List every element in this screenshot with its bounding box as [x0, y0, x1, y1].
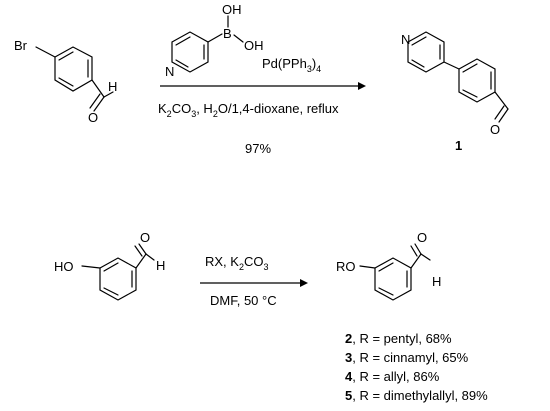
double-bond: [103, 287, 119, 296]
aldehyde-h-label: H: [108, 79, 117, 94]
product-list: 2, R = pentyl, 68% 3, R = cinnamyl, 65% …: [345, 331, 488, 403]
scheme-2: HO H O RX, K2CO3 DMF, 50 °C RO H O: [54, 230, 488, 403]
reaction-arrow: [160, 82, 366, 90]
bromobenzaldehyde-structure: Br H O: [14, 38, 117, 125]
c-or-bond: [359, 265, 376, 269]
double-bond: [411, 59, 425, 68]
double-bond: [462, 89, 478, 98]
c-o-bond: [498, 108, 509, 123]
product-entry: 4, R = allyl, 86%: [345, 369, 440, 384]
bromo-label: Br: [14, 38, 28, 53]
c-o-bond: [414, 243, 422, 255]
double-bond: [58, 51, 74, 61]
c-o-bond: [138, 243, 147, 255]
solvent-temperature-label: DMF, 50 °C: [210, 293, 277, 308]
hydroxybenzaldehyde-structure: HO H O: [54, 230, 165, 301]
c-h-bond: [420, 253, 431, 261]
product-1-structure: N O: [401, 31, 509, 137]
double-bond: [58, 77, 74, 87]
double-bond: [103, 262, 119, 272]
c-cho-bond: [410, 253, 422, 269]
yield-label: 97%: [245, 141, 271, 156]
aldehyde-o-label: O: [88, 110, 98, 125]
boron-label: B: [223, 26, 232, 41]
c-cho-bond: [135, 253, 147, 269]
reaction-conditions: K2CO3, H2O/1,4-dioxane, reflux: [158, 101, 339, 119]
hydroxyl-label: OH: [244, 38, 264, 53]
pyridine-ring: [171, 31, 209, 73]
catalyst-label: Pd(PPh3)4: [262, 56, 321, 74]
double-bond: [378, 262, 394, 272]
alkoxybenzaldehyde-structure: RO H O: [336, 230, 441, 301]
b-oh-bond: [233, 34, 244, 43]
double-bond: [175, 36, 191, 46]
hydroxyl-label: HO: [54, 259, 74, 274]
product-entry: 3, R = cinnamyl, 65%: [345, 350, 469, 365]
benzene-ring: [458, 58, 496, 103]
c-o-double-bond: [494, 105, 505, 120]
c-cho-bond: [494, 91, 509, 110]
alkoxy-label: RO: [336, 259, 356, 274]
c-h-bond: [103, 91, 114, 98]
pyridine-nitrogen-label: N: [165, 64, 174, 79]
scheme-1: Br H O OH B OH N Pd(PPh3)4 K2CO3, H2O/1,…: [14, 2, 509, 156]
c-o-double-bond: [410, 245, 418, 257]
double-bond: [175, 59, 189, 68]
aldehyde-h-label: H: [156, 258, 165, 273]
pyridine-nitrogen-label: N: [401, 32, 410, 47]
double-bond: [378, 287, 394, 296]
reaction-arrow: [200, 279, 308, 287]
c-oh-bond: [81, 265, 101, 269]
benzene-ring: [54, 46, 93, 92]
compound-1-label: 1: [455, 138, 462, 153]
c-h-bond: [145, 253, 155, 261]
product-entry: 5, R = dimethylallyl, 89%: [345, 388, 488, 403]
pyridylboronic-acid-structure: OH B OH N: [165, 2, 264, 79]
c-cho-bond: [91, 79, 105, 98]
aldehyde-h-label: H: [432, 274, 441, 289]
c-o-double-bond: [134, 245, 143, 257]
aldehyde-o-label: O: [140, 230, 150, 245]
biaryl-bond: [443, 61, 460, 70]
hydroxyl-label: OH: [222, 2, 242, 17]
aldehyde-o-label: O: [417, 230, 427, 245]
c-b-bond: [207, 33, 223, 43]
product-entry: 2, R = pentyl, 68%: [345, 331, 452, 346]
c-o-double-bond: [89, 93, 101, 109]
c-br-bond: [35, 46, 56, 58]
c-o-bond: [93, 96, 105, 112]
pyridine-ring: [407, 31, 445, 73]
double-bond: [411, 36, 427, 46]
benzene-ring: [374, 257, 412, 301]
benzene-ring: [99, 257, 137, 301]
aldehyde-o-label: O: [490, 122, 500, 137]
reagents-label: RX, K2CO3: [205, 254, 269, 272]
double-bond: [462, 63, 478, 73]
